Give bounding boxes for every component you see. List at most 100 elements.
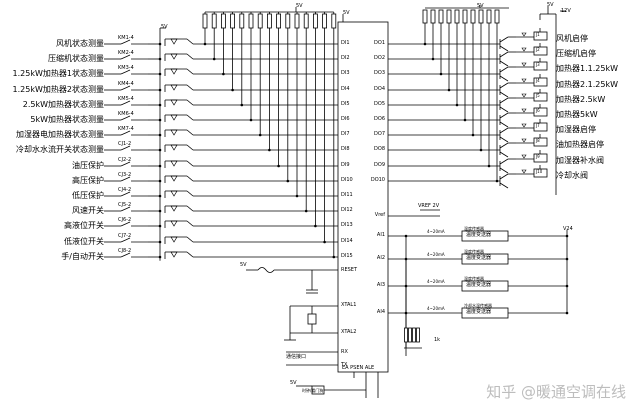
chip-pin-ai: AI1 [376, 232, 385, 238]
load-resistor [404, 327, 408, 343]
switch-blade [120, 115, 131, 121]
chip-pin-do: DO5 [374, 101, 385, 107]
output-label: 压缩机启停 [556, 49, 596, 58]
transistor-emitter [499, 121, 509, 128]
pullup-junction [277, 164, 280, 168]
chip-pin-xtal2: XTAL2 [341, 329, 357, 335]
relay-id: J5 [536, 93, 540, 98]
diode-symbol [170, 175, 178, 182]
relay-coil [533, 137, 548, 147]
output-label: 风机启停 [556, 34, 588, 43]
reset-switch [257, 267, 275, 273]
chip-pin-do: DO7 [374, 131, 385, 137]
pullup-resistor [230, 13, 236, 29]
output-junction [487, 164, 491, 168]
bus-junction [158, 148, 162, 152]
chip-pin-ai: AI2 [376, 255, 385, 261]
output-label: 加热器1.1.25kW [556, 64, 618, 73]
switch-blade [120, 221, 131, 227]
bus-junction [158, 57, 162, 61]
relay-coil [533, 168, 548, 178]
input-label: 1.25kW加热器1状态测量 [12, 69, 104, 78]
bus-junction [158, 88, 162, 92]
chip-pin-do: DO1 [374, 40, 385, 46]
diode-symbol [170, 38, 178, 45]
resistor-1k: 1k [434, 337, 441, 343]
transistor-lead [186, 205, 194, 212]
diode-symbol [170, 236, 178, 243]
input-label: 手/自动开关 [61, 252, 104, 261]
switch-blade [120, 252, 131, 258]
transistor-collector [499, 97, 509, 104]
bus-junction [158, 164, 162, 168]
transistor-lead [186, 190, 194, 197]
relay-id: J10 [536, 169, 543, 174]
relay-coil [533, 31, 548, 41]
supply-12v-relays: 12V [561, 8, 571, 14]
sensor-name: 温度传感器 [464, 249, 484, 254]
contact-label: CJ3-2 [118, 172, 132, 178]
chip-pin-reset: RESET [341, 267, 358, 273]
sensor-name: 温度传感器 [464, 276, 484, 281]
switch-blade [120, 206, 131, 212]
switch-blade [120, 145, 131, 151]
output-pullup-resistor [494, 9, 500, 24]
pullup-junction [212, 57, 216, 61]
flyback-diode [521, 32, 527, 37]
pullup-resistor [303, 13, 309, 29]
chip-pin-do: DO4 [374, 86, 385, 92]
pullup-junction [258, 133, 262, 137]
current-range: 4~20mA [427, 279, 445, 284]
transmitter-label: 温度变送器 [466, 282, 492, 288]
pullup-resistor [266, 13, 272, 29]
bus-junction [158, 103, 162, 107]
flyback-diode [521, 138, 527, 143]
input-label: 风速开关 [72, 206, 104, 215]
flyback-diode [521, 169, 527, 174]
output-junction [463, 118, 467, 122]
transistor-lead [186, 129, 194, 136]
output-label: 冷却水阀 [556, 171, 588, 180]
supply-5v-chip: 5V [343, 10, 350, 16]
transmitter-label: 温度变送器 [466, 232, 492, 238]
input-label: 冷却水水流开关状态测量 [16, 145, 104, 154]
transistor-lead [186, 220, 194, 227]
contact-label: KM2-4 [118, 50, 134, 56]
bus-junction [158, 118, 162, 122]
switch-blade [120, 161, 131, 167]
pullup-resistor [322, 13, 328, 29]
chip-pin-di: DI6 [341, 116, 350, 122]
chip-pin-ai: AI4 [376, 309, 385, 315]
current-range: 4~20mA [427, 229, 445, 234]
switch-blade [120, 54, 131, 60]
current-range: 4~20mA [427, 252, 445, 257]
transmitter-label: 温度变送器 [466, 309, 492, 315]
supply-5v-bottom: 5V [290, 380, 297, 386]
flyback-diode [521, 108, 527, 113]
bus-junction [158, 194, 162, 198]
chip-pin-di: DI3 [341, 70, 350, 76]
pullup-junction [286, 179, 290, 183]
output-junction [479, 148, 483, 152]
chip-pin-xtal1: XTAL1 [341, 302, 357, 308]
chip-pin-di: DI12 [341, 207, 353, 213]
output-label: 加湿器补水阀 [556, 156, 604, 165]
relay-coil [533, 122, 548, 132]
transistor-lead [186, 251, 194, 258]
flyback-diode [521, 78, 527, 83]
contact-label: CJ1-2 [118, 141, 132, 147]
pullup-junction [295, 194, 299, 198]
flyback-diode [521, 47, 527, 52]
transistor-collector [499, 51, 509, 58]
input-label: 5kW加热器状态测量 [30, 115, 104, 124]
transistor-emitter [499, 75, 509, 82]
contact-label: CJ6-2 [118, 217, 132, 223]
current-range: 4~20mA [427, 306, 445, 311]
output-junction [439, 72, 443, 76]
switch-blade [120, 100, 131, 106]
transistor-lead [186, 38, 194, 45]
supply-5v-pullups: 5V [296, 3, 303, 9]
switch-blade [120, 130, 131, 136]
output-junction [471, 133, 475, 137]
transistor-collector [499, 66, 509, 73]
